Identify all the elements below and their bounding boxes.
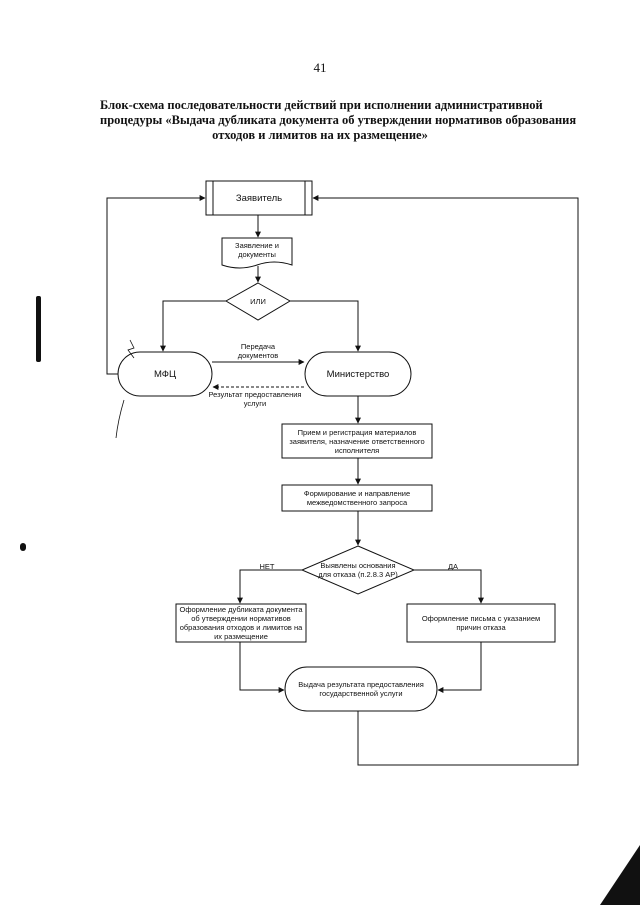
or-label: ИЛИ — [250, 296, 266, 306]
documents-shape — [221, 237, 293, 269]
refusal-label: Оформление письма с указанием причин отк… — [421, 614, 541, 632]
ministry-label: Министерство — [326, 368, 390, 380]
page-title: Блок-схема последовательности действий п… — [100, 98, 577, 143]
page-number: 41 — [313, 60, 327, 75]
duplicate-label: Оформление дубликата документа об утверж… — [179, 605, 303, 641]
mfc-label: МФЦ — [153, 368, 177, 380]
title-line-1: Блок-схема последовательности действий п… — [100, 98, 543, 112]
scan-mark-left — [36, 296, 41, 362]
transfer-label: Передача документов — [237, 342, 279, 360]
result-shape — [284, 666, 438, 712]
scan-mark-dot — [20, 543, 26, 551]
duplicate-box — [175, 603, 307, 643]
or-diamond — [225, 282, 291, 321]
applicant-box — [205, 180, 313, 216]
documents-label: Заявление и документы — [235, 241, 279, 259]
decision-label: Выявлены основания для отказа (п.2.8.3 А… — [318, 561, 398, 579]
request-label: Формирование и направление межведомствен… — [303, 489, 411, 507]
result-label: Выдача результата предоставления государ… — [298, 680, 424, 698]
decision-diamond — [300, 545, 416, 595]
title-line-2: процедуры «Выдача дубликата документа об… — [100, 113, 577, 127]
scan-mark-corner — [600, 845, 640, 905]
registration-box — [281, 423, 433, 459]
title-line-3: отходов и лимитов на их размещение» — [212, 128, 428, 142]
request-box — [281, 484, 433, 512]
yes-label: ДА — [447, 561, 459, 571]
applicant-label: Заявитель — [235, 192, 283, 204]
service-result-label: Результат предоставления услуги — [208, 390, 302, 408]
registration-label: Прием и регистрация материалов заявителя… — [289, 427, 425, 455]
no-label: НЕТ — [259, 561, 275, 571]
